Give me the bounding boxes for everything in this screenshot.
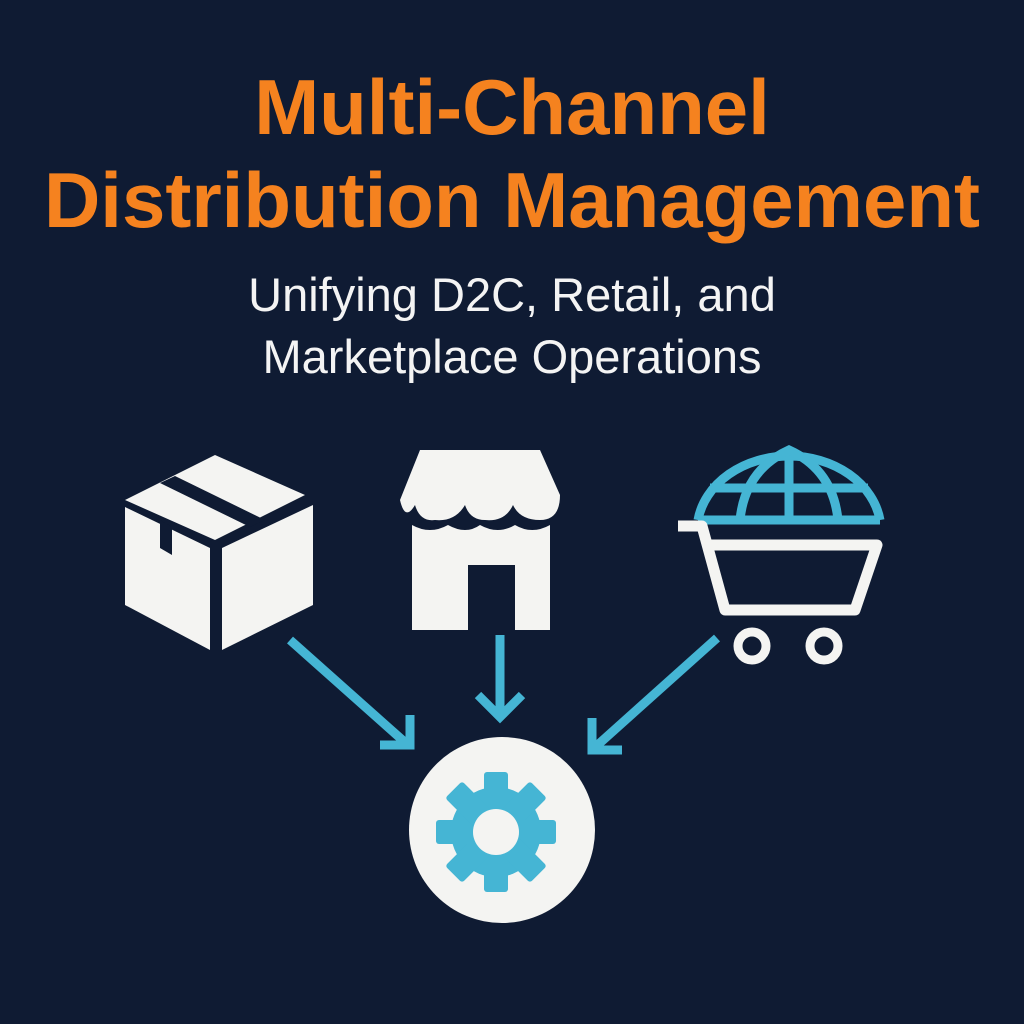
arrow-cart-to-hub <box>587 634 721 755</box>
title-line-2: Distribution Management <box>43 156 981 244</box>
storefront-icon <box>400 450 560 630</box>
title-line-1: Multi-Channel <box>254 63 770 151</box>
hub-circle <box>409 737 595 923</box>
globe-shopping-cart-icon <box>678 445 885 665</box>
subtitle-line-2: Marketplace Operations <box>262 330 762 383</box>
subtitle-line-1: Unifying D2C, Retail, and <box>248 268 776 321</box>
arrow-box-to-hub <box>287 636 415 750</box>
arrow-store-to-hub <box>474 635 526 724</box>
gear-icon <box>436 772 556 892</box>
package-box-icon <box>125 455 313 650</box>
